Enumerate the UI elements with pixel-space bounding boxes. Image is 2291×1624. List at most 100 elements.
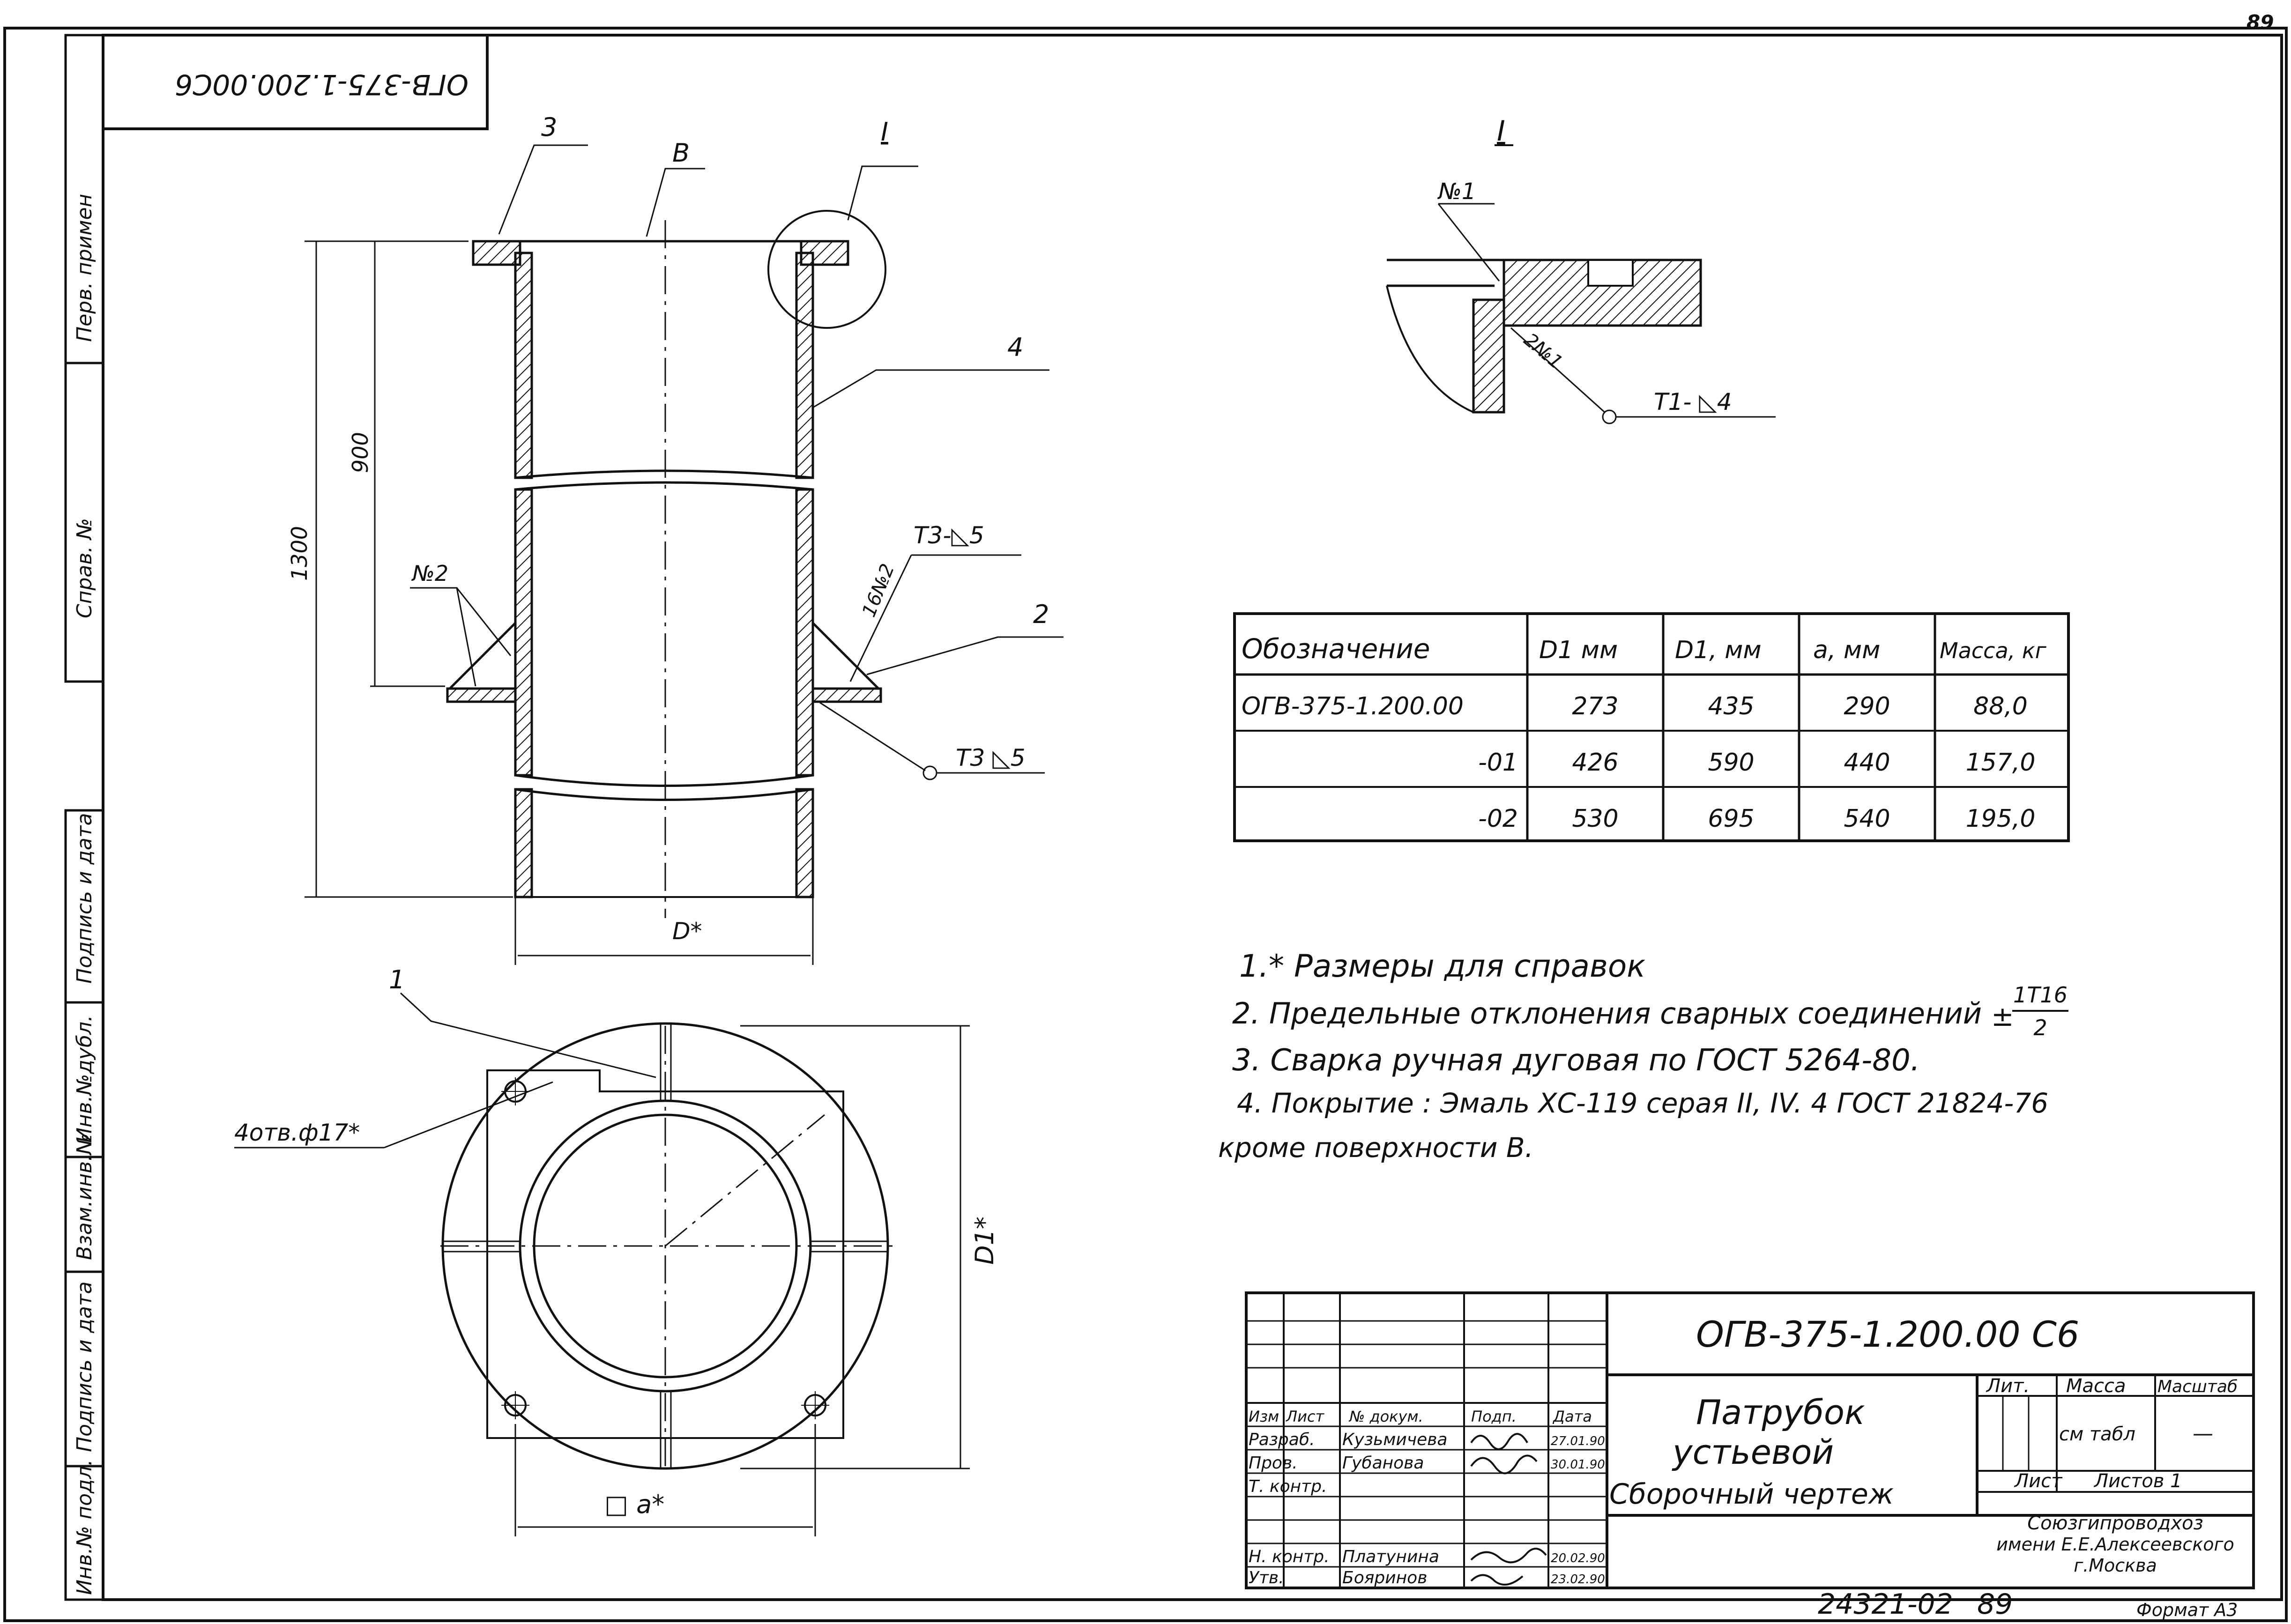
side-label-sprav-no: Справ. № bbox=[73, 518, 97, 618]
note-2-frac-top: 1Т16 bbox=[2013, 982, 2068, 1008]
callout-partB: В bbox=[672, 138, 690, 168]
callout-weld-no2: №2 bbox=[411, 561, 448, 586]
footer-inv-number: 24321-02 bbox=[1818, 1588, 1953, 1621]
table-cell: -02 bbox=[1478, 805, 1518, 833]
signature-prov bbox=[1470, 1454, 1538, 1475]
tb-lit: Лит. bbox=[1986, 1375, 2030, 1397]
dim-900: 900 bbox=[348, 432, 373, 473]
tb-org-2: имени Е.Е.Алексеевского bbox=[1996, 1534, 2234, 1555]
section-dimensions: 900 1300 D* 3 В I 4 №2 16№2 Т3-◺5 2 Т3 ◺… bbox=[287, 112, 1064, 965]
tb-role-utv: Утв. bbox=[1249, 1568, 1284, 1587]
note-5: кроме поверхности В. bbox=[1218, 1132, 1533, 1164]
tb-date-utv: 23.02.90 bbox=[1551, 1572, 1605, 1587]
tb-name-prov: Губанова bbox=[1342, 1453, 1424, 1473]
callout-part1: 1 bbox=[389, 965, 405, 994]
tb-masshtab-val: — bbox=[2193, 1422, 2213, 1446]
tb-listov: Листов 1 bbox=[2093, 1470, 2182, 1492]
tb-name-utv: Бояринов bbox=[1342, 1568, 1427, 1587]
tb-masshtab: Масштаб bbox=[2157, 1377, 2238, 1396]
inner-frame bbox=[102, 34, 2283, 1601]
tb-hdr-date: Дата bbox=[1552, 1408, 1592, 1425]
table-cell: 426 bbox=[1572, 749, 1618, 777]
plan-dimensions: 1 4отв.ф17* D1* □ a* bbox=[234, 965, 999, 1536]
table-header-4: Масса, кг bbox=[1940, 638, 2047, 663]
footer-format: Формат А3 bbox=[2136, 1600, 2238, 1620]
dim-1300: 1300 bbox=[287, 526, 312, 581]
dim-a-star: □ a* bbox=[604, 1490, 664, 1519]
note-2-pm: ± bbox=[1991, 1001, 2014, 1032]
page-number: 89 bbox=[2246, 11, 2274, 34]
dim-d-star: D* bbox=[672, 918, 702, 945]
table-cell: 590 bbox=[1708, 749, 1754, 777]
table-cell: 530 bbox=[1572, 805, 1618, 833]
tb-massa-val: см табл bbox=[2059, 1424, 2135, 1445]
table-cell: 157,0 bbox=[1966, 749, 2036, 777]
side-label-inv-dubl: Инв.№дубл. bbox=[73, 1015, 97, 1143]
tb-list: Лист bbox=[2014, 1470, 2063, 1492]
tb-hdr-list: Лист bbox=[1286, 1408, 1324, 1425]
tb-hdr-doc: № докум. bbox=[1348, 1408, 1423, 1425]
variants-table: Обозначение D1 мм D1, мм a, мм Масса, кг… bbox=[1233, 612, 2070, 842]
signature-razrab bbox=[1470, 1433, 1528, 1450]
table-header-2: D1, мм bbox=[1675, 636, 1762, 664]
tb-massa: Масса bbox=[2066, 1375, 2126, 1397]
title-block: Изм Лист № докум. Подп. Дата Разраб. Куз… bbox=[1245, 1291, 2255, 1589]
detail-weld-t1: Т1- ◺4 bbox=[1654, 388, 1732, 415]
table-cell: -01 bbox=[1478, 749, 1518, 777]
side-label-vzam-inv: Взам.инв.№ bbox=[73, 1133, 97, 1260]
detail-weld-no1: №1 bbox=[1437, 178, 1476, 205]
note-1: 1.* Размеры для справок bbox=[1239, 948, 1645, 984]
side-label-perv-primen: Перв. примен bbox=[73, 194, 97, 342]
tb-doc-type: Сборочный чертеж bbox=[1609, 1478, 1894, 1511]
technical-notes: 1.* Размеры для справок 2. Предельные от… bbox=[1218, 948, 2068, 1164]
footer-sheet: 89 bbox=[1977, 1588, 2013, 1621]
note-3: 3. Сварка ручная дуговая по ГОСТ 5264-80… bbox=[1232, 1043, 1920, 1078]
dim-d1-star: D1* bbox=[970, 1216, 999, 1265]
signature-utv bbox=[1470, 1574, 1524, 1586]
tb-date-prov: 30.01.90 bbox=[1551, 1458, 1605, 1472]
callout-holes: 4отв.ф17* bbox=[234, 1119, 360, 1146]
tb-role-nkontr: Н. контр. bbox=[1249, 1547, 1330, 1566]
tb-hdr-sign: Подп. bbox=[1471, 1408, 1517, 1425]
table-cell: 195,0 bbox=[1966, 805, 2036, 833]
note-2-frac-bottom: 2 bbox=[2033, 1015, 2047, 1040]
callout-detail-ref: I bbox=[881, 117, 888, 147]
signature-nkontr bbox=[1470, 1548, 1547, 1564]
side-label-inv-podl: Инв.№ подл. bbox=[73, 1459, 97, 1595]
note-2: 2. Предельные отклонения сварных соедине… bbox=[1232, 996, 1982, 1031]
callout-part2: 2 bbox=[1033, 600, 1049, 629]
upside-down-stamp: ОГВ-375-1.200.00С6 bbox=[102, 34, 489, 130]
section-view bbox=[446, 210, 886, 918]
table-header-3: a, мм bbox=[1813, 636, 1880, 664]
tb-doc-code: ОГВ-375-1.200.00 С6 bbox=[1696, 1313, 2079, 1355]
tb-date-nkontr: 20.02.90 bbox=[1551, 1551, 1605, 1565]
side-label-podpis-data-2: Подпись и дата bbox=[73, 1282, 97, 1452]
table-cell: 88,0 bbox=[1973, 692, 2028, 720]
left-margin-strip: Перв. примен Справ. № Подпись и дата Инв… bbox=[64, 34, 104, 1601]
callout-weld-73a: Т3-◺5 bbox=[914, 522, 984, 549]
detail-title: I bbox=[1497, 115, 1505, 148]
tb-name-razrab: Кузьмичева bbox=[1342, 1430, 1447, 1449]
table-cell: 440 bbox=[1844, 749, 1890, 777]
table-header-1: D1 мм bbox=[1539, 636, 1618, 664]
tb-name-line1: Патрубок bbox=[1696, 1393, 1865, 1432]
callout-part3: 3 bbox=[541, 112, 557, 142]
tb-org-3: г.Москва bbox=[2074, 1555, 2157, 1576]
table-cell: 273 bbox=[1572, 692, 1618, 720]
tb-name-line2: устьевой bbox=[1672, 1432, 1834, 1472]
tb-role-razrab: Разраб. bbox=[1249, 1430, 1315, 1449]
tb-date-razrab: 27.01.90 bbox=[1551, 1434, 1605, 1448]
table-cell: 435 bbox=[1708, 692, 1754, 720]
note-4: 4. Покрытие : Эмаль ХС-119 серая II, IV.… bbox=[1237, 1087, 2048, 1119]
table-cell: 290 bbox=[1844, 692, 1890, 720]
tb-role-prov: Пров. bbox=[1249, 1453, 1298, 1473]
table-header-0: Обозначение bbox=[1242, 633, 1430, 665]
detail-weld-2no1: 2№1 bbox=[1520, 329, 1567, 373]
tb-role-tkontr: Т. контр. bbox=[1249, 1477, 1327, 1496]
table-cell: 540 bbox=[1844, 805, 1890, 833]
side-label-podpis-data: Подпись и дата bbox=[73, 813, 97, 984]
stamp-code: ОГВ-375-1.200.00С6 bbox=[175, 68, 469, 101]
tb-hdr-izm: Изм bbox=[1249, 1408, 1279, 1425]
table-cell: 695 bbox=[1708, 805, 1754, 833]
